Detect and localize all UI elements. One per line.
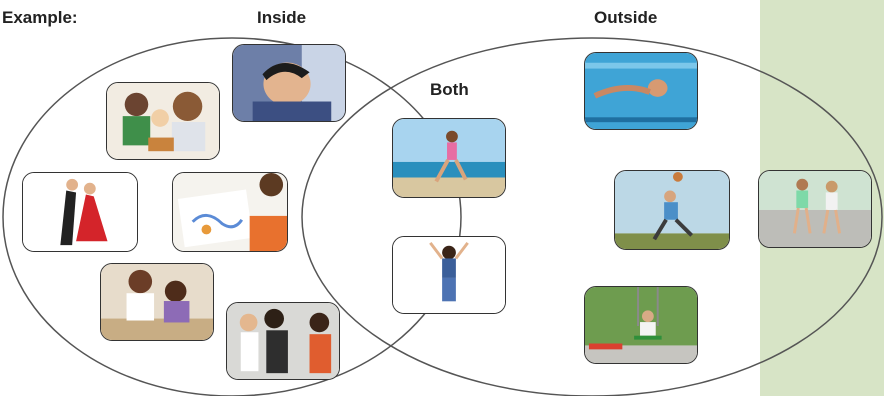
photo-girl-running-beach bbox=[392, 118, 506, 198]
photo-mother-daughter-cooking bbox=[100, 263, 214, 341]
outside-circle bbox=[301, 37, 883, 396]
photo-girls-rollerskating bbox=[758, 170, 872, 248]
inside-label: Inside bbox=[257, 8, 307, 27]
outside-label: Outside bbox=[594, 8, 658, 27]
both-label: Both bbox=[430, 80, 469, 99]
photo-ballroom-dancers bbox=[22, 172, 138, 252]
photo-child-drawing bbox=[172, 172, 288, 252]
photo-sleeping-child bbox=[232, 44, 346, 122]
photo-girl-on-swing bbox=[584, 286, 698, 364]
photo-swimmer bbox=[584, 52, 698, 130]
inside-circle bbox=[2, 37, 462, 396]
photo-boy-catching-ball bbox=[614, 170, 730, 250]
photo-children-eating bbox=[106, 82, 220, 160]
example-label: Example: bbox=[2, 8, 78, 27]
photo-children-singing bbox=[226, 302, 340, 380]
photo-girl-jumping bbox=[392, 236, 506, 314]
